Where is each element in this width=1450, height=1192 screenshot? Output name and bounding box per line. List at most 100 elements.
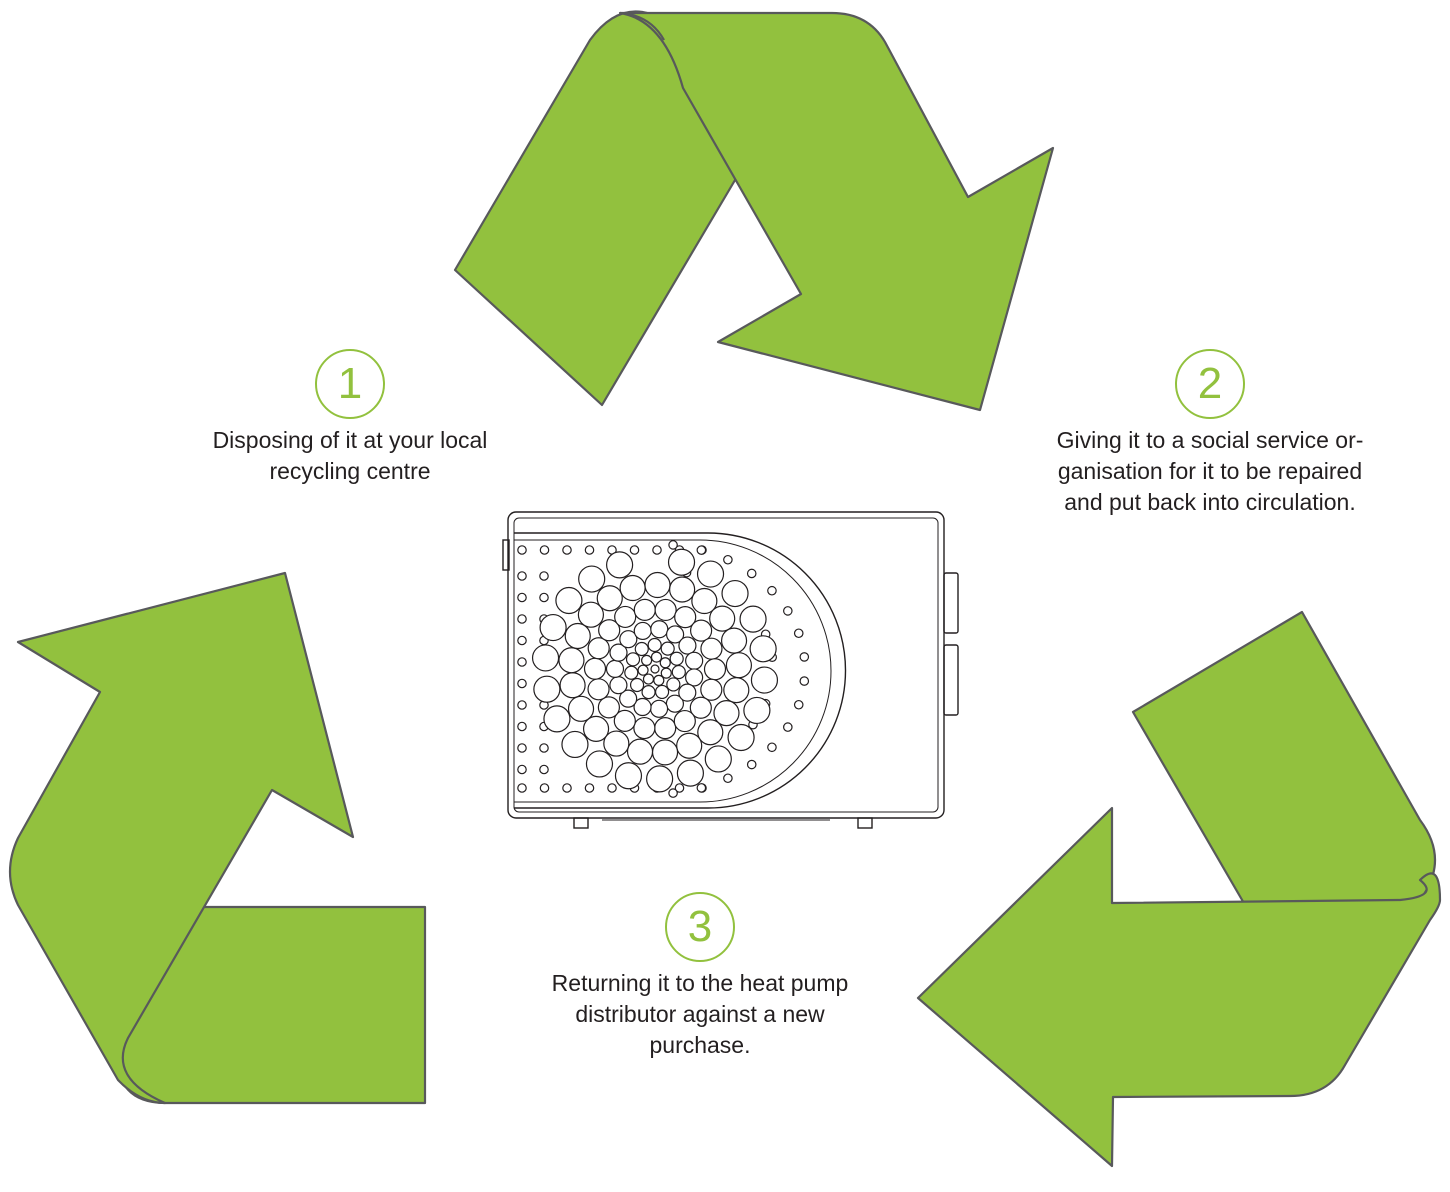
vent-hole (650, 664, 660, 674)
vent-hole (517, 700, 527, 710)
vent-hole (669, 576, 696, 603)
vent-hole (669, 651, 684, 666)
vent-hole (629, 545, 640, 555)
vent-hole (654, 598, 677, 622)
vent-hole (642, 673, 655, 685)
step-3-label: Returning it to the heat pump distributo… (551, 970, 849, 1058)
step-2-number-badge: 2 (1175, 349, 1245, 419)
vent-hole (674, 783, 685, 793)
vent-hole (649, 699, 669, 718)
vent-hole (691, 587, 718, 615)
vent-hole (703, 658, 727, 681)
vent-hole (517, 678, 527, 689)
vent-hole (696, 783, 707, 793)
vent-hole (723, 773, 733, 784)
vent-hole (517, 764, 527, 775)
vent-hole (539, 764, 549, 775)
recycle-arrow-top (453, 10, 1055, 412)
vent-hole (723, 677, 750, 704)
vent-hole (650, 620, 669, 639)
vent-hole (577, 601, 605, 628)
vent-hole (614, 605, 637, 629)
step-3-number-badge: 3 (665, 892, 735, 962)
vent-hole (517, 571, 527, 581)
vent-hole (696, 560, 725, 588)
vent-hole (650, 651, 663, 663)
heat-pump-unit-icon (502, 511, 959, 829)
vent-hole (517, 614, 527, 624)
vent-hole (561, 730, 589, 759)
vent-hole (596, 585, 623, 612)
vent-hole (665, 625, 685, 644)
vent-hole (578, 565, 606, 593)
vent-hole (668, 540, 678, 550)
vent-hole (746, 759, 757, 770)
recycle-arrow-left (8, 571, 427, 1105)
vent-hole (652, 545, 662, 555)
vent-hole (685, 651, 704, 670)
vent-hole (517, 721, 527, 732)
vent-hole (517, 657, 527, 667)
vent-hole (539, 571, 549, 581)
vent-hole (587, 678, 610, 701)
vent-hole (619, 574, 646, 602)
vent-hole (767, 585, 777, 596)
step-1-label: Disposing of it at your local recycling … (212, 427, 488, 484)
vent-hole (559, 672, 586, 699)
vent-hole (607, 783, 617, 793)
vent-hole (517, 545, 527, 555)
vent-hole (767, 742, 777, 753)
vent-hole (700, 637, 723, 660)
vent-hole (637, 664, 649, 676)
recycle-arrow-right (916, 610, 1442, 1168)
vent-hole (709, 605, 736, 632)
vent-hole (685, 668, 704, 687)
vent-hole (668, 788, 678, 798)
vent-hole (725, 652, 753, 679)
vent-hole (517, 783, 527, 793)
vent-hole (598, 619, 621, 642)
vent-hole (539, 783, 550, 793)
vent-hole (750, 666, 779, 694)
vent-hole (584, 545, 595, 555)
step-2-label: Giving it to a social service or- ganisa… (1056, 427, 1364, 515)
vent-hole (558, 647, 585, 674)
vent-hole (633, 598, 656, 621)
vent-hole (676, 732, 703, 759)
vent-hole (671, 664, 686, 680)
vent-hole (624, 665, 639, 680)
vent-hole (567, 695, 595, 722)
vent-hole (585, 750, 614, 778)
step-1-number-badge: 1 (315, 349, 385, 419)
vent-hole (605, 659, 625, 678)
vent-hole (614, 762, 643, 790)
vent-hole (654, 717, 677, 740)
vent-hole (531, 644, 560, 672)
vent-hole (646, 765, 674, 793)
vent-hole (749, 635, 777, 663)
vent-hole (723, 554, 733, 565)
vent-hole (793, 699, 804, 710)
vent-hole (689, 696, 712, 719)
vent-hole (678, 636, 697, 655)
vent-hole (543, 705, 571, 733)
vent-hole (539, 592, 549, 603)
vent-hole (799, 676, 810, 686)
vent-hole (641, 654, 653, 667)
vent-hole (633, 697, 652, 717)
vent-hole (555, 586, 583, 615)
vent-hole (584, 783, 595, 793)
vent-hole (654, 684, 670, 700)
vent-hole (674, 606, 697, 629)
vent-hole (793, 628, 804, 639)
vent-hole (783, 722, 793, 732)
vent-hole (626, 738, 654, 765)
vent-hole (647, 637, 662, 653)
step-2: 2 Giving it to a social service or- gani… (1000, 349, 1420, 518)
vent-hole (799, 652, 810, 662)
vent-hole (660, 641, 675, 656)
vent-hole (606, 551, 634, 579)
vent-hole (633, 621, 652, 641)
vent-hole (539, 743, 549, 753)
